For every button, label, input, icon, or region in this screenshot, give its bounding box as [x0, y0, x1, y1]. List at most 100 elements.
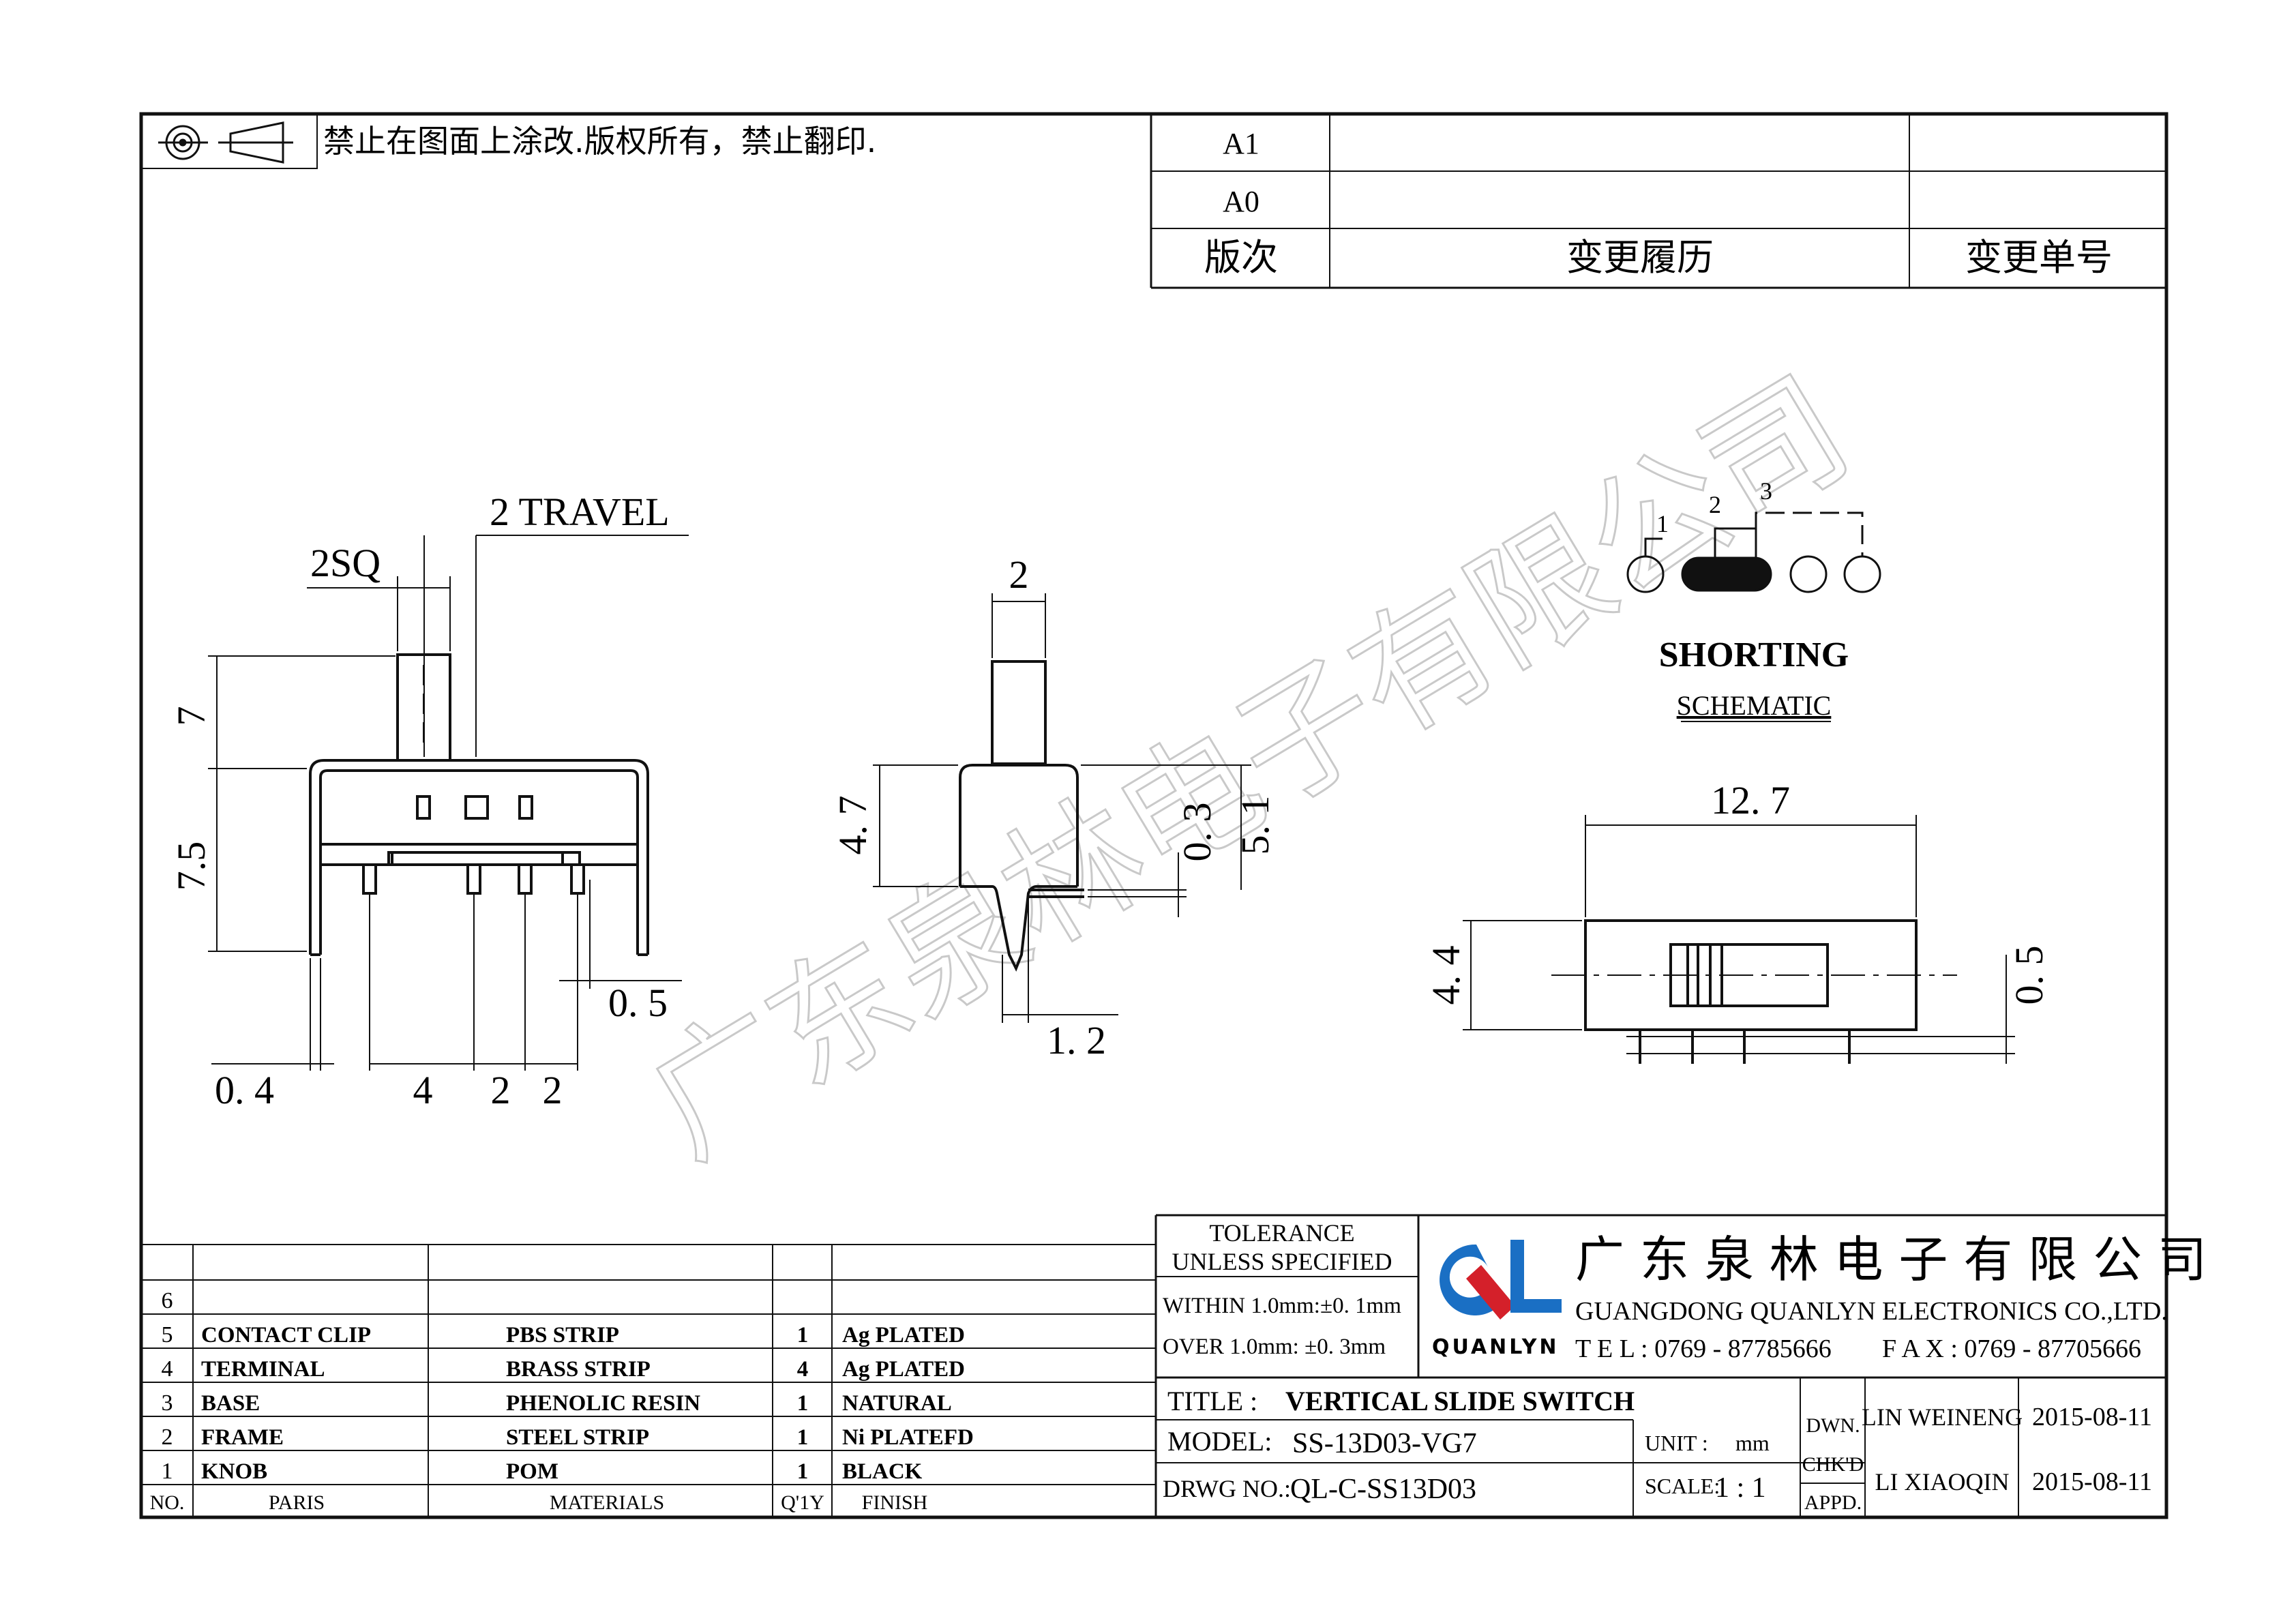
dwn-date: 2015-08-11	[2032, 1403, 2152, 1431]
parts-row-4-finish: Ag PLATED	[842, 1357, 965, 1382]
revision-table	[1150, 114, 2166, 289]
copyright-notice: 禁止在图面上涂改.版权所有，禁止翻印.	[323, 123, 876, 160]
parts-row-3-finish: NATURAL	[842, 1391, 952, 1416]
parts-row-4-qty: 4	[797, 1357, 809, 1382]
model-label: MODEL:	[1167, 1426, 1272, 1457]
parts-row-1-material: POM	[506, 1459, 558, 1484]
dim-7: 7	[169, 706, 213, 726]
projection-symbol-icon	[158, 121, 293, 164]
parts-row-5-part: CONTACT CLIP	[201, 1323, 371, 1347]
dim-1-2: 1. 2	[1047, 1018, 1106, 1062]
front-view	[309, 653, 649, 956]
parts-row-5-no: 5	[162, 1322, 173, 1347]
front-view-dimensions	[208, 535, 689, 1071]
notice-block: 禁止在图面上涂改.版权所有，禁止翻印.	[140, 113, 876, 169]
dim-4-4: 4. 4	[1424, 946, 1468, 1005]
company-fax: F A X : 0769 - 87705666	[1882, 1335, 2141, 1363]
unit-value: mm	[1735, 1431, 1770, 1455]
unit-label: UNIT :	[1645, 1431, 1708, 1455]
title-label: TITLE :	[1167, 1386, 1257, 1416]
pin-label-1: 1	[1656, 510, 1669, 537]
parts-row-4-material: BRASS STRIP	[506, 1357, 651, 1382]
dim-pitch-2a: 2	[491, 1068, 511, 1112]
parts-row-6-no: 6	[162, 1288, 173, 1313]
dim-0-5-right: 0. 5	[2007, 946, 2051, 1005]
model-value: SS-13D03-VG7	[1292, 1428, 1477, 1459]
pin-label-3: 3	[1760, 477, 1772, 505]
parts-row-5-material: PBS STRIP	[506, 1323, 619, 1347]
parts-rows: 6 5 CONTACT CLIP PBS STRIP 1 Ag PLATED 4…	[150, 1288, 974, 1514]
drwg-value: QL-C-SS13D03	[1290, 1474, 1476, 1505]
parts-table	[141, 1244, 1156, 1517]
parts-row-1-finish: BLACK	[842, 1459, 923, 1484]
dwn-label: DWN.	[1806, 1414, 1860, 1437]
chk-name: LI XIAOQIN	[1875, 1468, 2010, 1495]
company-name-en: GUANGDONG QUANLYN ELECTRONICS CO.,LTD.	[1575, 1297, 2168, 1326]
parts-row-1-qty: 1	[797, 1459, 809, 1484]
company-watermark: 广东泉林电子有限公司	[624, 348, 1875, 1187]
parts-row-2-no: 2	[162, 1425, 173, 1450]
dim-0-4: 0. 4	[215, 1068, 274, 1112]
scale-value: 1 : 1	[1715, 1472, 1766, 1504]
dim-knob-2: 2	[1009, 552, 1029, 597]
parts-row-3-material: PHENOLIC RESIN	[506, 1391, 700, 1416]
rev-header-history: 变更履历	[1566, 236, 1714, 279]
appd-label: APPD.	[1804, 1491, 1862, 1514]
company-name-cn: 广 东 泉 林 电 子 有 限 公 司	[1575, 1231, 2207, 1288]
dim-7-5: 7.5	[169, 842, 213, 891]
drwg-label: DRWG NO.:	[1163, 1475, 1291, 1502]
sheet-border	[139, 112, 2168, 1519]
parts-row-3-no: 3	[162, 1390, 173, 1416]
dim-5-1: 5. 1	[1233, 796, 1277, 855]
parts-row-4-no: 4	[162, 1356, 173, 1382]
tolerance-title: TOLERANCE	[1209, 1219, 1354, 1247]
parts-row-5-finish: Ag PLATED	[842, 1323, 965, 1347]
schematic-subtitle: SCHEMATIC	[1677, 690, 1832, 721]
parts-row-1-no: 1	[162, 1459, 173, 1484]
parts-header-qty: Q'1Y	[781, 1491, 824, 1514]
rev-header-version: 版次	[1204, 236, 1278, 279]
side-view-dimensions	[873, 593, 1251, 1023]
parts-header-material: MATERIALS	[550, 1491, 664, 1514]
parts-row-5-qty: 1	[797, 1323, 809, 1347]
dim-2sq: 2SQ	[310, 541, 381, 585]
shorting-schematic	[1626, 511, 1881, 593]
top-view	[1584, 919, 1918, 1064]
rev-a0-label: A0	[1223, 185, 1259, 218]
dim-pitch-4: 4	[413, 1068, 433, 1112]
company-tel: T E L : 0769 - 87785666	[1575, 1335, 1832, 1363]
parts-row-2-material: STEEL STRIP	[506, 1425, 649, 1450]
parts-header-part: PARIS	[269, 1491, 325, 1514]
parts-row-4-part: TERMINAL	[201, 1357, 325, 1382]
chkd-label: CHK'D	[1802, 1453, 1864, 1476]
company-logo-icon	[1440, 1240, 1562, 1320]
dim-0-3: 0. 3	[1175, 803, 1219, 862]
pin-label-2: 2	[1709, 491, 1721, 518]
tolerance-within: WITHIN 1.0mm:±0. 1mm	[1163, 1294, 1401, 1318]
top-view-dimensions	[1463, 815, 2015, 1064]
parts-header-finish: FINISH	[862, 1491, 928, 1514]
rev-a1-label: A1	[1223, 127, 1259, 160]
dim-pitch-2b: 2	[543, 1068, 563, 1112]
rev-header-change-no: 变更单号	[1965, 236, 2113, 279]
logo-wordmark: QUANLYN	[1432, 1335, 1560, 1359]
dim-travel: 2 TRAVEL	[490, 490, 670, 534]
dim-12-7: 12. 7	[1711, 778, 1790, 822]
parts-row-2-part: FRAME	[201, 1425, 284, 1450]
schematic-title: SHORTING	[1659, 636, 1849, 674]
title-value: VERTICAL SLIDE SWITCH	[1285, 1386, 1635, 1416]
scale-label: SCALE:	[1645, 1474, 1720, 1498]
parts-row-1-part: KNOB	[201, 1459, 267, 1484]
title-block	[1154, 1214, 2166, 1517]
parts-row-3-part: BASE	[201, 1391, 260, 1416]
parts-row-3-qty: 1	[797, 1391, 809, 1416]
side-view	[959, 660, 1084, 972]
chk-date: 2015-08-11	[2032, 1468, 2152, 1496]
tolerance-subtitle: UNLESS SPECIFIED	[1172, 1248, 1392, 1275]
dim-0-5-left: 0. 5	[608, 981, 668, 1025]
parts-row-2-finish: Ni PLATEFD	[842, 1425, 974, 1450]
dwn-name: LIN WEINENG	[1862, 1403, 2023, 1431]
tolerance-over: OVER 1.0mm: ±0. 3mm	[1163, 1335, 1386, 1359]
parts-header-no: NO.	[150, 1491, 185, 1514]
